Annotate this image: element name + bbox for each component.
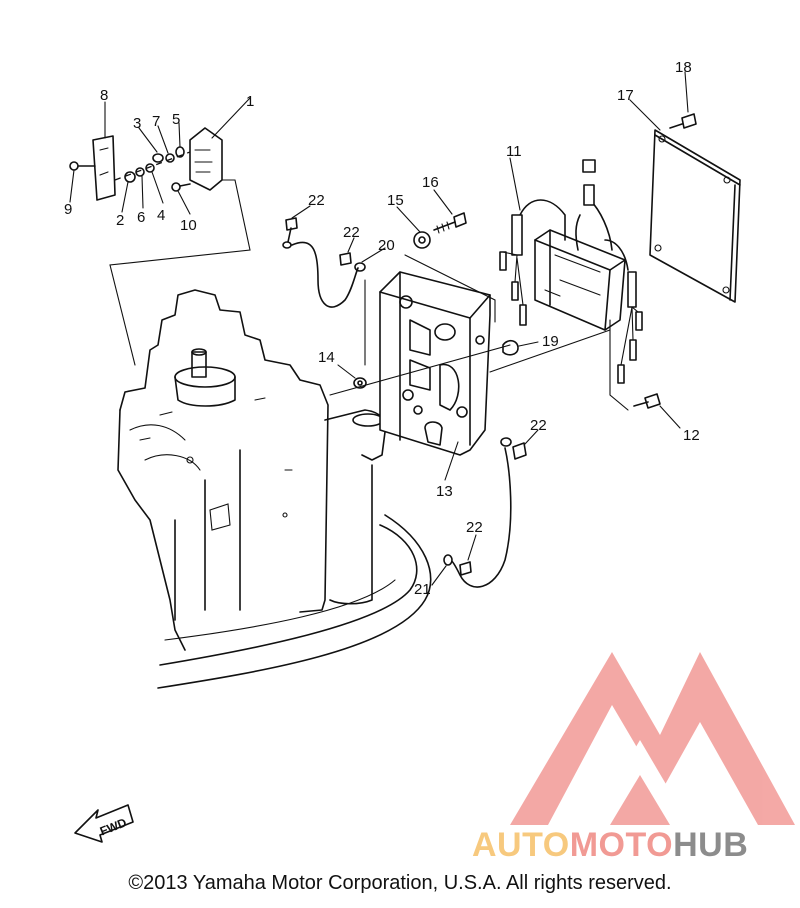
watermark-auto: AUTO — [472, 826, 570, 864]
callout-5: 5 — [172, 111, 180, 128]
cdi-bracket-plate — [379, 271, 491, 456]
callout-10: 10 — [180, 217, 197, 234]
callout-22-mid: 22 — [343, 224, 360, 241]
callout-18: 18 — [675, 59, 692, 76]
watermark-moto: MOTO — [569, 826, 674, 864]
callouts: 1 2 3 4 5 6 7 8 9 10 11 12 13 14 15 16 1… — [64, 59, 700, 598]
callout-1: 1 — [246, 93, 254, 110]
callout-22-right: 22 — [530, 417, 547, 434]
copyright-notice: ©2013 Yamaha Motor Corporation, U.S.A. A… — [128, 872, 672, 894]
cdi-unit — [499, 159, 643, 384]
callout-6: 6 — [137, 209, 145, 226]
callout-17: 17 — [617, 87, 634, 104]
callout-14: 14 — [318, 349, 335, 366]
callout-7: 7 — [152, 113, 160, 130]
leader-lines — [291, 71, 689, 586]
callout-2: 2 — [116, 212, 124, 229]
callout-16: 16 — [422, 174, 439, 191]
callout-9: 9 — [64, 201, 72, 218]
callout-3: 3 — [133, 115, 141, 132]
engine-block — [117, 289, 432, 689]
callout-22-bottom: 22 — [466, 519, 483, 536]
leader-part1-engine — [109, 179, 251, 366]
callout-22-top: 22 — [308, 192, 325, 209]
callout-12: 12 — [683, 427, 700, 444]
watermark-hub: HUB — [673, 826, 749, 864]
callout-20: 20 — [378, 237, 395, 254]
watermark-logo — [510, 652, 795, 825]
part-group-upper-left — [69, 97, 251, 215]
callout-19: 19 — [542, 333, 559, 350]
cover-plate — [649, 129, 741, 303]
callout-21: 21 — [414, 581, 431, 598]
callout-11: 11 — [506, 143, 522, 160]
callout-4: 4 — [157, 207, 165, 224]
fasteners — [282, 113, 697, 588]
watermark-text: AUTOMOTOHUB — [472, 826, 748, 865]
fwd-arrow: FWD — [74, 804, 134, 843]
callout-13: 13 — [436, 483, 453, 500]
callout-8: 8 — [100, 87, 108, 104]
callout-15: 15 — [387, 192, 404, 209]
